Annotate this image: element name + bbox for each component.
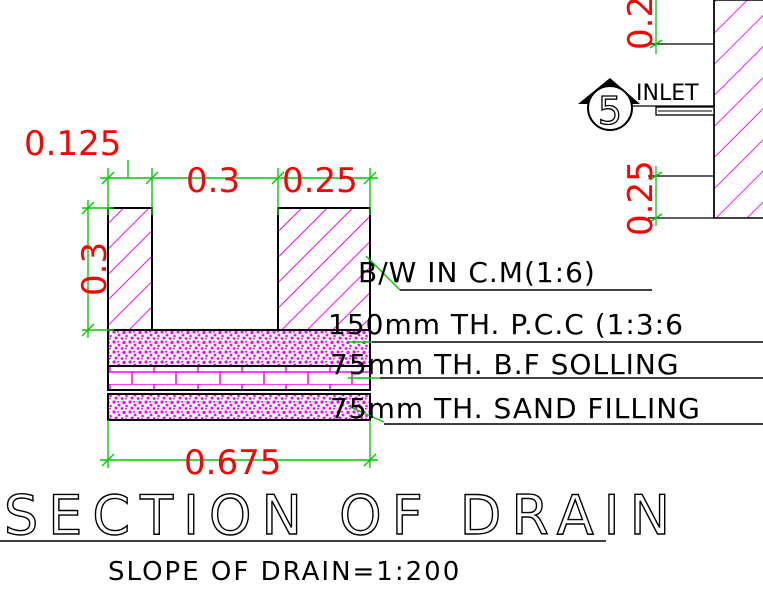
- callout-leaders: [347, 255, 401, 423]
- brick-soling-layer: [107, 365, 371, 391]
- dim-right-lower: 0.25: [621, 160, 661, 236]
- dim-top-left-offset: 0.125: [24, 124, 121, 164]
- right-wall: [277, 207, 371, 331]
- callout-pcc: 150mm TH. P.C.C (1:3:6: [328, 308, 684, 341]
- callout-brickwork: B/W IN C.M(1:6): [358, 256, 596, 289]
- dim-opening-width: 0.3: [186, 161, 240, 201]
- slope-subtitle: SLOPE OF DRAIN=1:200: [108, 557, 461, 585]
- dim-right-wall-width: 0.25: [282, 161, 358, 201]
- plan-view-fragment: 0.25 0.25: [621, 0, 763, 236]
- dim-wall-height: 0.3: [75, 242, 115, 296]
- left-wall: [107, 207, 153, 331]
- callout-sand-filling: 75mm TH. SAND FILLING: [330, 392, 701, 425]
- dim-right-top: 0.25: [621, 0, 661, 50]
- inlet-number: 5: [598, 89, 622, 133]
- callout-underlines: [372, 289, 763, 425]
- inlet-label: INLET: [636, 81, 699, 106]
- dimension-lines: [81, 160, 378, 468]
- dim-total-width: 0.675: [184, 443, 281, 483]
- callout-bf-soling: 75mm TH. B.F SOLLING: [330, 348, 680, 381]
- drain-section: [107, 207, 371, 421]
- inlet-marker: 5 INLET: [578, 78, 714, 134]
- section-title: SECTION OF DRAIN: [4, 484, 680, 547]
